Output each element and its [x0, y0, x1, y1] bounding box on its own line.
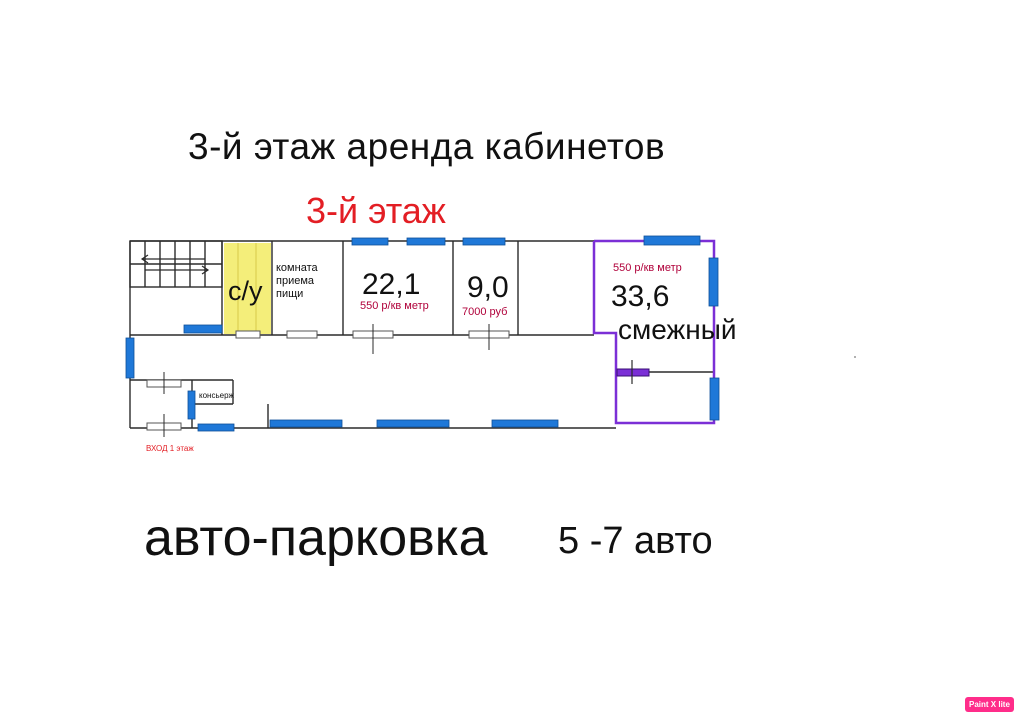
entrance-label: ВХОД 1 этаж: [146, 444, 194, 453]
window: [462, 237, 506, 246]
door: [235, 330, 261, 339]
office-3-area: 33,6: [611, 280, 670, 313]
floor-label: 3-й этаж: [306, 190, 446, 231]
dining-room-label-line: приема: [276, 275, 315, 287]
door-room-33: [616, 368, 650, 377]
window: [376, 419, 450, 428]
doors: [146, 324, 510, 437]
wc-fill: [224, 243, 271, 334]
office-2-area: 9,0: [467, 271, 509, 304]
window: [197, 423, 235, 432]
concierge-label: консьерж: [199, 391, 234, 400]
window: [187, 390, 196, 420]
window: [708, 257, 719, 307]
windows: [125, 235, 720, 432]
window: [183, 324, 223, 334]
page-title: 3-й этаж аренда кабинетов: [188, 126, 666, 167]
parking-count: 5 -7 авто: [558, 520, 713, 562]
window: [125, 337, 135, 379]
stairs-arrow-icon: [140, 254, 210, 275]
window: [269, 419, 343, 428]
dining-room-label-line: пищи: [276, 288, 304, 300]
office-1-price: 550 р/кв метр: [360, 300, 429, 312]
window: [643, 235, 701, 246]
office-1-area: 22,1: [362, 268, 421, 301]
room-33-outline: [592, 239, 716, 425]
door: [286, 330, 318, 339]
window: [406, 237, 446, 246]
office-3-note: смежный: [618, 314, 737, 345]
office-2-price: 7000 руб: [462, 306, 508, 318]
parking-label: авто-парковка: [144, 509, 488, 567]
office-3-price: 550 р/кв метр: [613, 262, 682, 274]
watermark-badge: Paint X lite: [965, 697, 1014, 712]
wc-label: с/у: [228, 276, 263, 306]
window: [491, 419, 559, 428]
window: [709, 377, 720, 421]
dining-room-label: комната приема пищи: [276, 262, 318, 301]
dining-room-label-line: комната: [276, 262, 318, 274]
window: [351, 237, 389, 246]
